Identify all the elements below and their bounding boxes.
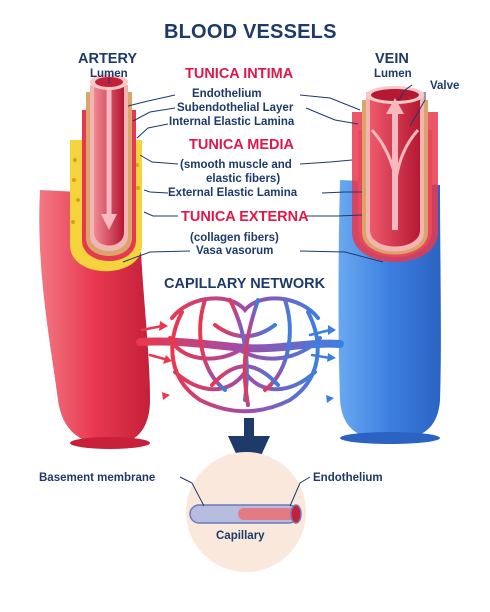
artery-lumen-label: Lumen xyxy=(90,68,128,80)
tunica-externa-heading: TUNICA EXTERNA xyxy=(181,209,309,225)
tunica-media-desc-line2: elastic fibers) xyxy=(206,173,281,185)
tunica-intima-heading: TUNICA INTIMA xyxy=(185,66,294,82)
artery-tube xyxy=(39,74,150,449)
endothelium-label: Endothelium xyxy=(192,88,262,100)
artery-heading: ARTERY xyxy=(78,51,138,67)
basement-membrane-label: Basement membrane xyxy=(39,472,156,484)
capillary-network xyxy=(136,296,344,414)
capillary-label: Capillary xyxy=(216,530,265,542)
leader-lines xyxy=(108,78,426,507)
vein-lumen-label: Lumen xyxy=(374,68,412,80)
vein-valve-label: Valve xyxy=(430,80,460,92)
subendothelial-layer-label: Subendothelial Layer xyxy=(177,102,294,114)
internal-elastic-lamina-label: Internal Elastic Lamina xyxy=(169,116,295,128)
vein-tube xyxy=(338,86,441,444)
tunica-media-desc-line1: (smooth muscle and xyxy=(180,159,292,171)
page-title: BLOOD VESSELS xyxy=(164,21,337,43)
tunica-externa-desc: (collagen fibers) xyxy=(190,232,279,244)
capillary-detail xyxy=(186,452,306,572)
vasa-vasorum-label: Vasa vasorum xyxy=(196,245,274,257)
capillary-endothelium-label: Endothelium xyxy=(313,472,383,484)
vein-heading: VEIN xyxy=(375,51,409,67)
tunica-media-heading: TUNICA MEDIA xyxy=(189,137,294,153)
capillary-network-heading: CAPILLARY NETWORK xyxy=(164,276,326,292)
external-elastic-lamina-label: External Elastic Lamina xyxy=(168,187,298,199)
